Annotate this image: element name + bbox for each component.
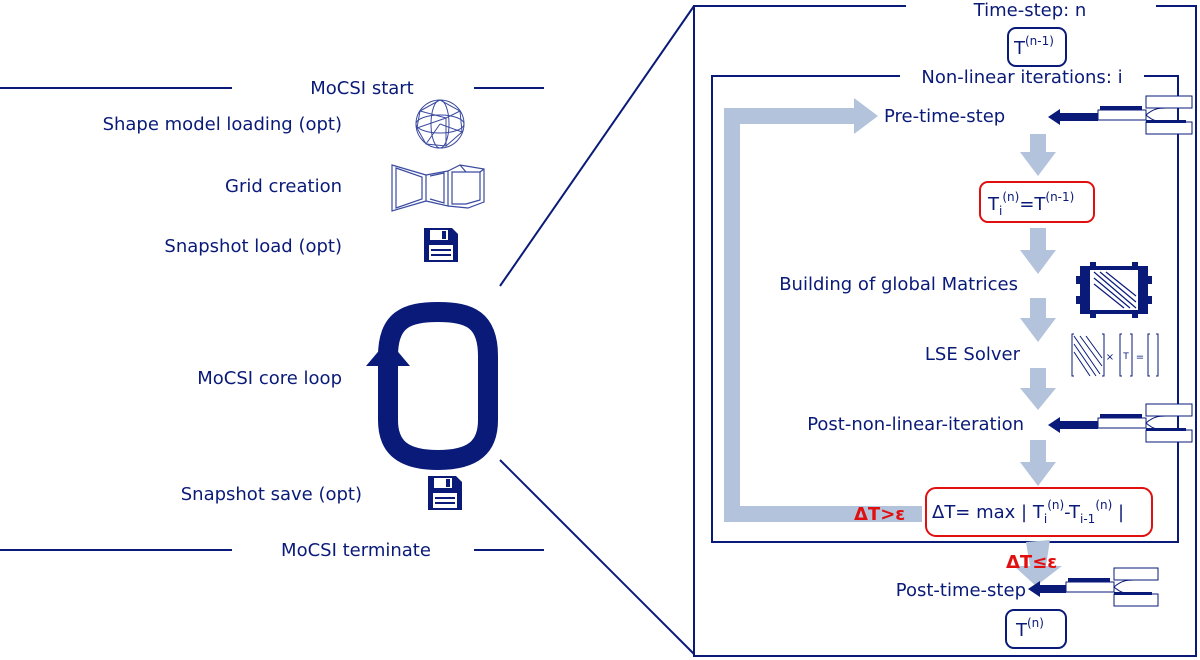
mocsi-terminate-label: MoCSI terminate: [281, 540, 431, 561]
pre-time-step-label: Pre-time-step: [884, 106, 1005, 127]
lse-t: T: [1122, 352, 1129, 362]
loop-arrow-icon: [366, 301, 498, 471]
zoom-line-top: [499, 5, 695, 287]
building-matrices-label: Building of global Matrices: [779, 274, 1018, 295]
lse-times: ×: [1106, 352, 1114, 363]
flow-arrows: [1014, 134, 1062, 586]
flow-arrow-6: [1014, 540, 1062, 586]
sphere-mesh-icon: [415, 99, 465, 149]
zoom-line-bottom: [499, 459, 695, 655]
core-loop-label: MoCSI core loop: [197, 368, 342, 389]
matrix-gear-icon: [1076, 262, 1152, 318]
lse-equals: =: [1136, 352, 1144, 363]
convergence-box: [925, 487, 1153, 537]
flow-arrow-5: [1020, 440, 1056, 486]
nonlinear-title: Non-linear iterations: i: [921, 67, 1122, 88]
post-time-step-label: Post-time-step: [896, 580, 1026, 601]
nonlinear-frame: [711, 75, 1179, 543]
timestep-title: Time-step: n: [973, 0, 1087, 21]
cond-not-converged: ΔT>ε: [854, 504, 905, 525]
flow-arrow-2: [1020, 228, 1056, 274]
shape-model-label: Shape model loading (opt): [103, 114, 342, 135]
right-panel: Time-step: n T(n-1) Non-linear iteration…: [693, 0, 1197, 657]
timestep-frame: [693, 5, 1197, 657]
t-prev-text: T(n-1): [1013, 34, 1054, 59]
snapshot-save-label: Snapshot save (opt): [181, 484, 362, 505]
lse-matrix-icon: [1071, 333, 1159, 377]
lse-solver-label: LSE Solver: [925, 344, 1021, 365]
t-next-box: [1005, 609, 1067, 649]
t-prev-box: [1007, 27, 1067, 67]
post-nonlinear-label: Post-non-linear-iteration: [807, 414, 1024, 435]
plugin-connector-icon: [1048, 403, 1193, 443]
feedback-loop-arrow: [724, 98, 922, 522]
t-next-text: T(n): [1015, 616, 1044, 641]
grid-creation-label: Grid creation: [225, 176, 342, 197]
grid-blocks-icon: [391, 164, 485, 212]
init-equation-box: [979, 181, 1095, 223]
left-panel: MoCSI start Shape model loading (opt) Gr…: [0, 5, 695, 655]
init-equation-text: Ti(n)=T(n-1): [987, 190, 1074, 218]
snapshot-load-label: Snapshot load (opt): [164, 236, 342, 257]
mocsi-start-label: MoCSI start: [310, 78, 414, 99]
floppy-disk-icon: [424, 228, 458, 262]
plugin-connector-icon: [1048, 95, 1193, 135]
plugin-connector-icon: [1028, 567, 1159, 607]
flow-arrow-3: [1020, 298, 1056, 342]
flow-arrow-4: [1020, 368, 1056, 410]
flow-arrow-1: [1020, 134, 1056, 176]
convergence-equation: ΔT= max | Ti(n)-Ti-1(n) |: [932, 498, 1124, 526]
cond-converged: ΔT≤ε: [1006, 552, 1057, 573]
floppy-disk-icon: [428, 476, 462, 510]
